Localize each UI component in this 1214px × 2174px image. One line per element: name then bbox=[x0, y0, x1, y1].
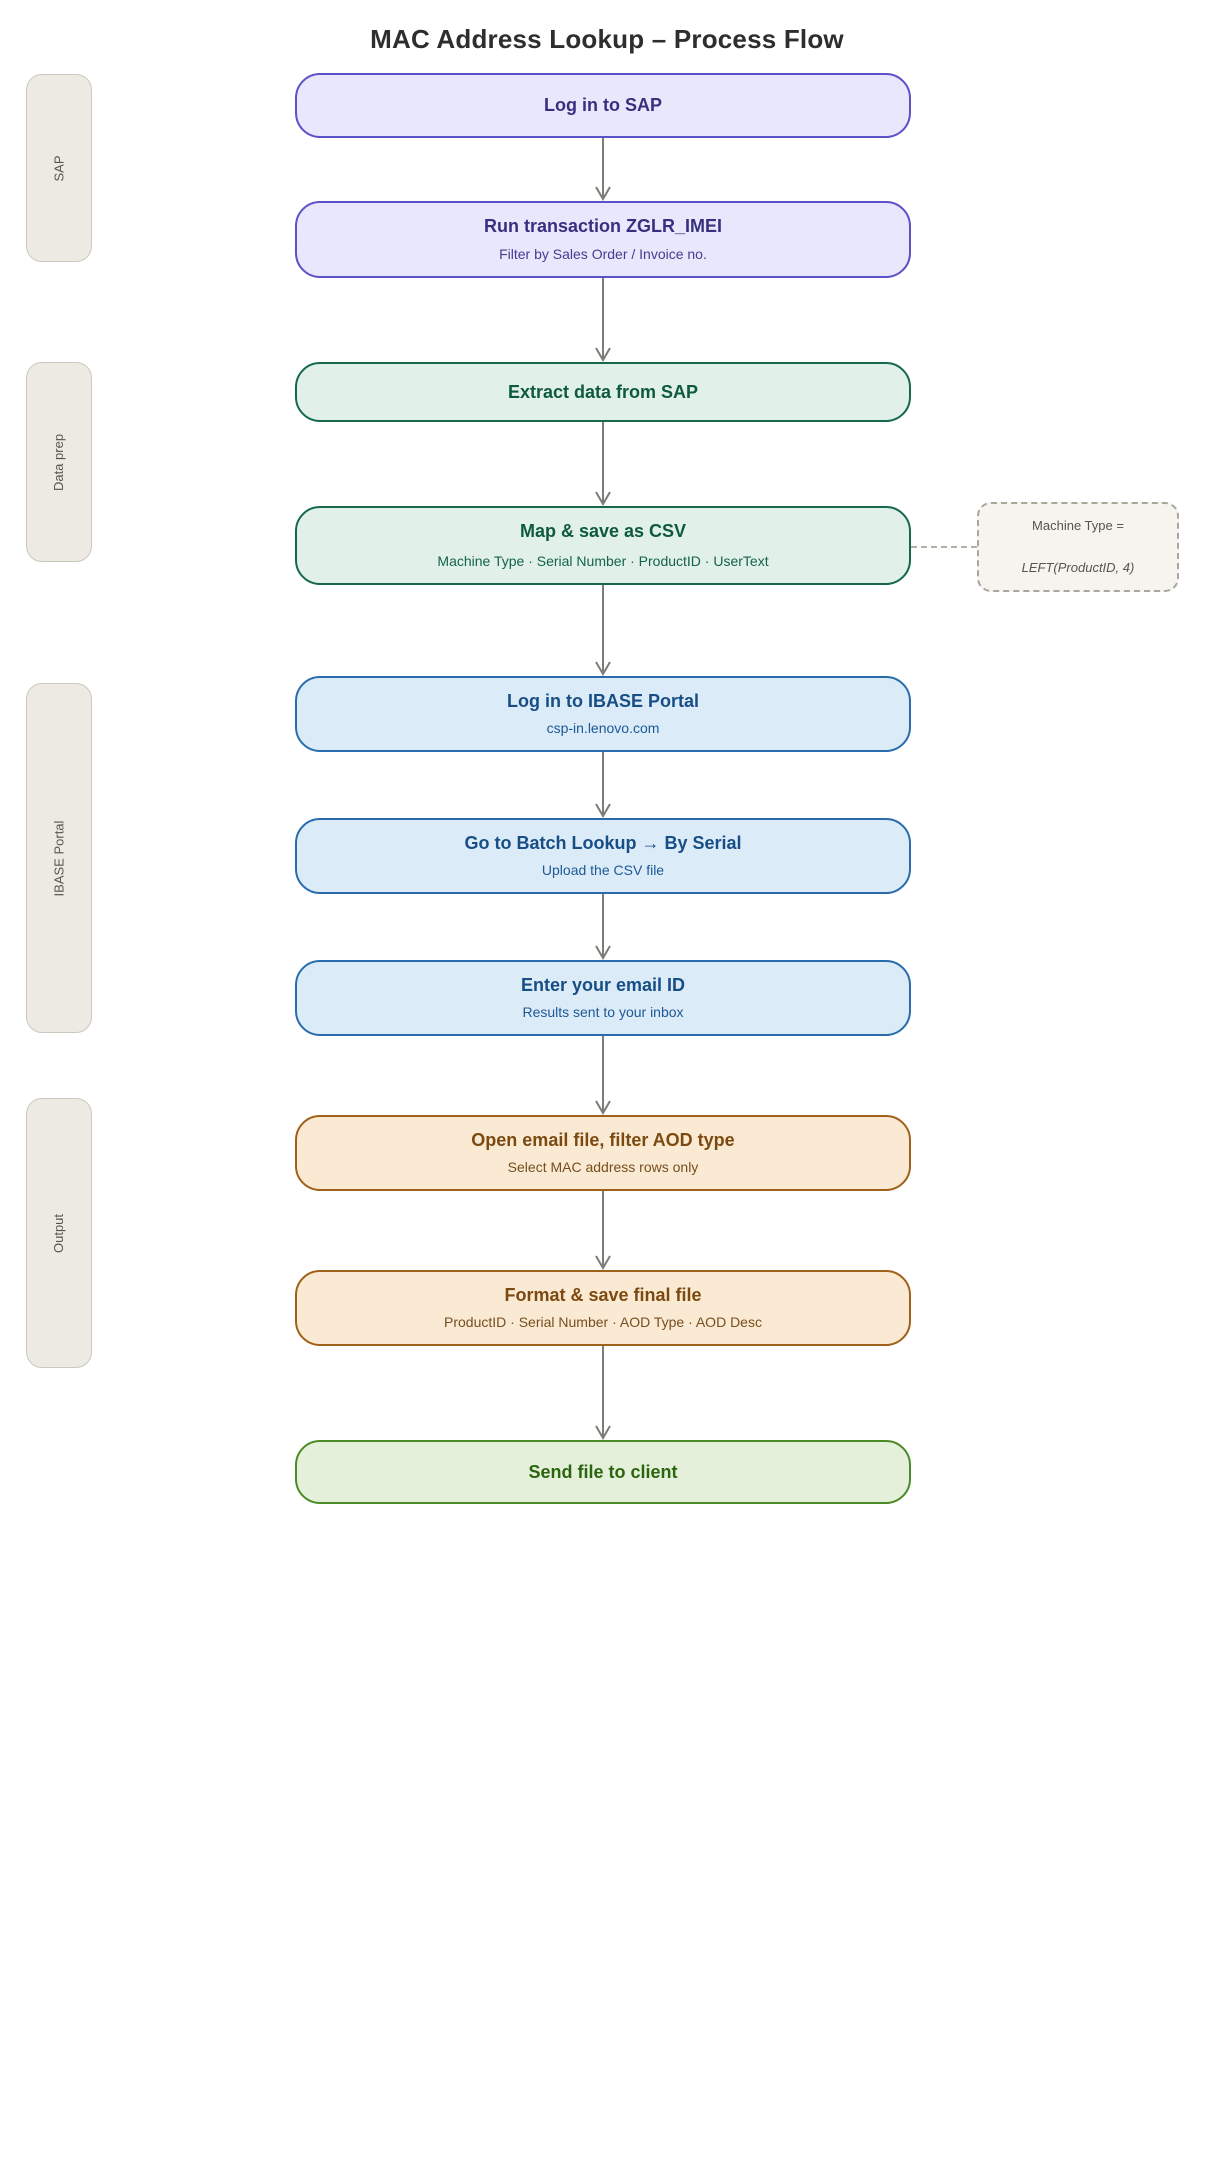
step-subtitle: Filter by Sales Order / Invoice no. bbox=[499, 246, 707, 263]
step-enter-email: Enter your email ID Results sent to your… bbox=[295, 960, 911, 1036]
step-subtitle: csp-in.lenovo.com bbox=[546, 720, 660, 737]
step-subtitle: Machine Type · Serial Number · ProductID… bbox=[437, 553, 769, 570]
page-title: MAC Address Lookup – Process Flow bbox=[370, 24, 844, 54]
flow-arrow bbox=[591, 278, 615, 362]
note-connector-line bbox=[911, 546, 977, 548]
flow-arrow bbox=[591, 1346, 615, 1440]
lane-sap: SAP bbox=[26, 74, 92, 262]
step-extract-data: Extract data from SAP bbox=[295, 362, 911, 422]
lane-ibase-portal: IBASE Portal bbox=[26, 683, 92, 1033]
step-title: Log in to IBASE Portal bbox=[507, 691, 699, 711]
lane-output-label: Output bbox=[51, 1213, 67, 1253]
flow-arrow bbox=[591, 1191, 615, 1270]
step-subtitle: Results sent to your inbox bbox=[522, 1004, 684, 1021]
flow-arrow bbox=[591, 585, 615, 676]
lane-data-prep: Data prep bbox=[26, 362, 92, 562]
flow-arrow bbox=[591, 894, 615, 960]
step-title: Format & save final file bbox=[504, 1285, 702, 1305]
step-subtitle: ProductID · Serial Number · AOD Type · A… bbox=[444, 1314, 762, 1331]
flow-arrow bbox=[591, 138, 615, 201]
flow-arrow bbox=[591, 1036, 615, 1115]
step-title: Run transaction ZGLR_IMEI bbox=[483, 216, 723, 236]
step-title: Log in to SAP bbox=[544, 95, 662, 116]
step-open-email-filter: Open email file, filter AOD type Select … bbox=[295, 1115, 911, 1191]
step-title: Go to Batch Lookup → By Serial bbox=[464, 833, 742, 853]
step-title: Extract data from SAP bbox=[507, 381, 699, 402]
machine-type-note: Machine Type = LEFT(ProductID, 4) bbox=[977, 502, 1179, 592]
step-format-save-file: Format & save final file ProductID · Ser… bbox=[295, 1270, 911, 1346]
step-map-save-csv: Map & save as CSV Machine Type · Serial … bbox=[295, 506, 911, 585]
step-title: Send file to client bbox=[528, 1461, 678, 1482]
lane-ibase-portal-label: IBASE Portal bbox=[51, 820, 67, 896]
step-batch-lookup: Go to Batch Lookup → By Serial Upload th… bbox=[295, 818, 911, 894]
flow-arrow bbox=[591, 752, 615, 818]
lane-data-prep-label: Data prep bbox=[51, 433, 67, 491]
step-subtitle: Select MAC address rows only bbox=[507, 1159, 699, 1176]
step-subtitle: Upload the CSV file bbox=[541, 862, 665, 879]
flow-arrow bbox=[591, 422, 615, 506]
step-send-file: Send file to client bbox=[295, 1440, 911, 1504]
note-text-line2: LEFT(ProductID, 4) bbox=[1021, 560, 1135, 575]
lane-output: Output bbox=[26, 1098, 92, 1368]
step-run-transaction: Run transaction ZGLR_IMEI Filter by Sale… bbox=[295, 201, 911, 278]
step-title: Enter your email ID bbox=[520, 975, 686, 995]
note-text-line1: Machine Type = bbox=[1032, 518, 1124, 533]
step-login-ibase: Log in to IBASE Portal csp-in.lenovo.com bbox=[295, 676, 911, 752]
step-log-in-to-sap: Log in to SAP bbox=[295, 73, 911, 138]
step-title: Open email file, filter AOD type bbox=[471, 1130, 735, 1150]
lane-sap-label: SAP bbox=[51, 154, 67, 182]
step-title: Map & save as CSV bbox=[519, 521, 687, 541]
